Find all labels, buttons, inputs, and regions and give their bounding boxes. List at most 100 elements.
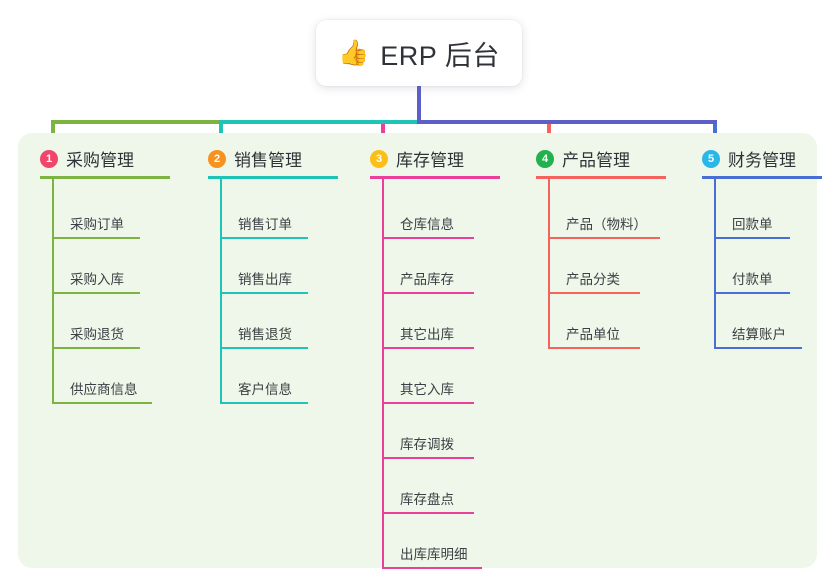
bus-segment-2	[219, 120, 419, 124]
leaf-item[interactable]: 产品库存	[382, 264, 474, 294]
leaf-item-underline	[52, 292, 140, 294]
leaf-item[interactable]: 回款单	[714, 209, 790, 239]
leaf-item-underline	[52, 402, 152, 404]
leaf-item[interactable]: 其它出库	[382, 319, 474, 349]
leaf-item-label: 结算账户	[732, 327, 786, 342]
branch-column-3: 3 库存管理仓库信息产品库存其它出库其它入库库存调拨库存盘点出库库明细	[370, 133, 540, 569]
branch-column-5: 5 财务管理回款单付款单结算账户	[702, 133, 839, 568]
branch-underline-2	[208, 176, 338, 179]
root-node-card[interactable]: 👍 ERP 后台	[316, 20, 522, 86]
leaf-item-underline	[382, 237, 474, 239]
branch-title-2: 销售管理	[234, 151, 302, 170]
branch-underline-3	[370, 176, 500, 179]
branch-title-5: 财务管理	[728, 151, 796, 170]
leaf-item-underline	[714, 237, 790, 239]
branch-badge-4: 4	[536, 149, 554, 168]
root-node-title: ERP 后台	[380, 40, 500, 71]
leaf-item[interactable]: 出库库明细	[382, 539, 482, 569]
leaf-item-underline	[382, 292, 474, 294]
branch-badge-5: 5	[702, 149, 720, 168]
branch-spine-2	[220, 179, 222, 404]
leaf-item-label: 采购入库	[70, 272, 124, 287]
leaf-item[interactable]: 销售出库	[220, 264, 308, 294]
leaf-item-label: 其它出库	[400, 327, 454, 342]
branch-badge-2: 2	[208, 149, 226, 168]
branch-underline-4	[536, 176, 666, 179]
leaf-item-label: 出库库明细	[400, 547, 468, 562]
leaf-item-underline	[52, 347, 140, 349]
leaf-item-label: 采购退货	[70, 327, 124, 342]
branch-header-4[interactable]: 4 产品管理	[536, 146, 630, 171]
leaf-item[interactable]: 采购退货	[52, 319, 140, 349]
branch-underline-1	[40, 176, 170, 179]
leaf-item-underline	[382, 567, 482, 569]
leaf-item[interactable]: 仓库信息	[382, 209, 474, 239]
branch-underline-5	[702, 176, 822, 179]
leaf-item-underline	[382, 347, 474, 349]
leaf-item-underline	[548, 237, 660, 239]
root-node-content: 👍 ERP 后台	[338, 34, 500, 73]
leaf-item-label: 产品（物料）	[566, 217, 647, 232]
leaf-item[interactable]: 产品单位	[548, 319, 640, 349]
leaf-item-underline	[220, 347, 308, 349]
leaf-item[interactable]: 结算账户	[714, 319, 802, 349]
leaf-item-underline	[382, 402, 474, 404]
leaf-item[interactable]: 销售订单	[220, 209, 308, 239]
leaf-item-underline	[548, 292, 640, 294]
leaf-item-label: 供应商信息	[70, 382, 138, 397]
branch-spine-4	[548, 179, 550, 349]
leaf-item[interactable]: 客户信息	[220, 374, 308, 404]
leaf-item-label: 产品库存	[400, 272, 454, 287]
branch-spine-5	[714, 179, 716, 349]
leaf-item-label: 销售出库	[238, 272, 292, 287]
leaf-item[interactable]: 产品（物料）	[548, 209, 660, 239]
leaf-item-underline	[714, 292, 790, 294]
leaf-item-label: 其它入库	[400, 382, 454, 397]
leaf-item-underline	[220, 292, 308, 294]
leaf-item[interactable]: 付款单	[714, 264, 790, 294]
leaf-item-underline	[220, 237, 308, 239]
leaf-item[interactable]: 采购订单	[52, 209, 140, 239]
leaf-item[interactable]: 供应商信息	[52, 374, 152, 404]
leaf-item[interactable]: 库存调拨	[382, 429, 474, 459]
leaf-item-label: 产品单位	[566, 327, 620, 342]
leaf-item-label: 产品分类	[566, 272, 620, 287]
leaf-item-underline	[548, 347, 640, 349]
leaf-item-underline	[714, 347, 802, 349]
leaf-item-label: 采购订单	[70, 217, 124, 232]
branch-header-2[interactable]: 2 销售管理	[208, 146, 302, 171]
leaf-item-underline	[52, 237, 140, 239]
bus-segment-3	[417, 120, 717, 124]
branch-header-5[interactable]: 5 财务管理	[702, 146, 796, 171]
thumbs-up-icon: 👍	[338, 38, 370, 67]
leaf-item[interactable]: 产品分类	[548, 264, 640, 294]
leaf-item-label: 仓库信息	[400, 217, 454, 232]
leaf-item[interactable]: 采购入库	[52, 264, 140, 294]
leaf-item-label: 库存盘点	[400, 492, 454, 507]
branch-column-2: 2 销售管理销售订单销售出库销售退货客户信息	[208, 133, 368, 568]
leaf-item-underline	[220, 402, 308, 404]
branch-spine-1	[52, 179, 54, 404]
leaf-item-label: 销售订单	[238, 217, 292, 232]
branch-badge-1: 1	[40, 149, 58, 168]
leaf-item-label: 库存调拨	[400, 437, 454, 452]
leaf-item-label: 回款单	[732, 217, 773, 232]
leaf-item[interactable]: 库存盘点	[382, 484, 474, 514]
root-stem-connector	[417, 86, 421, 124]
branch-header-3[interactable]: 3 库存管理	[370, 146, 464, 171]
leaf-item[interactable]: 销售退货	[220, 319, 308, 349]
branch-title-4: 产品管理	[562, 151, 630, 170]
leaf-item[interactable]: 其它入库	[382, 374, 474, 404]
leaf-item-underline	[382, 457, 474, 459]
leaf-item-label: 销售退货	[238, 327, 292, 342]
leaf-item-label: 客户信息	[238, 382, 292, 397]
bus-segment-1	[51, 120, 221, 124]
branch-title-3: 库存管理	[396, 151, 464, 170]
branch-badge-3: 3	[370, 149, 388, 168]
leaf-item-underline	[382, 512, 474, 514]
branch-column-4: 4 产品管理产品（物料） 产品分类产品单位	[536, 133, 706, 568]
